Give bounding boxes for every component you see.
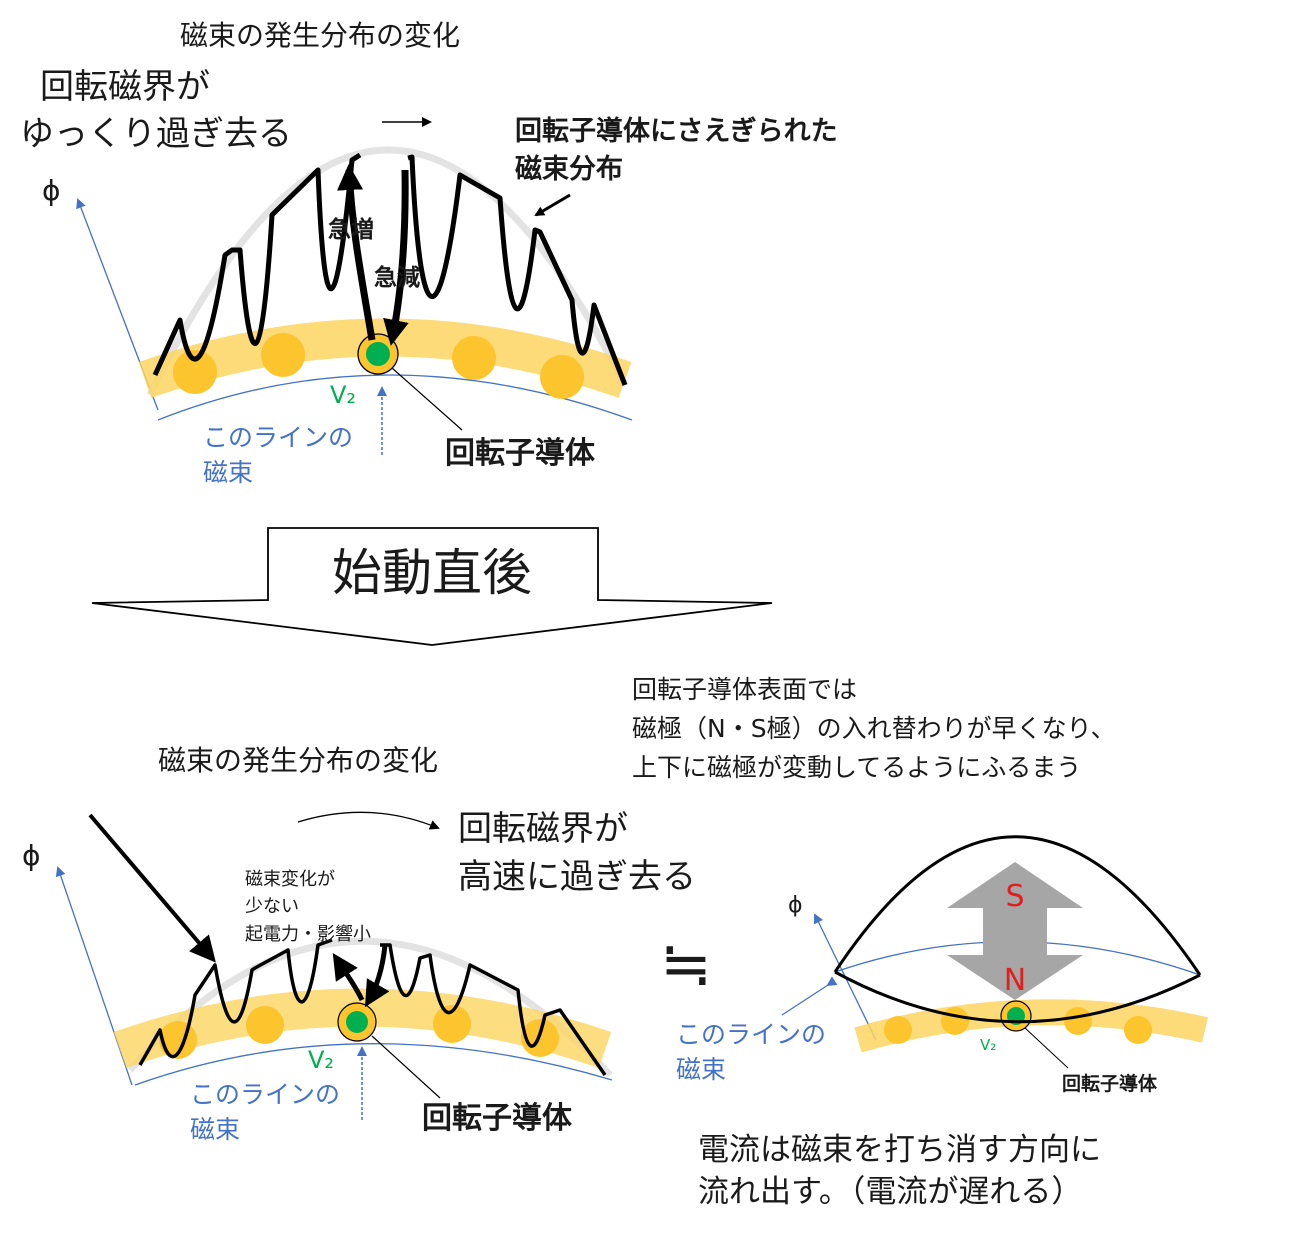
- current-note-line1: 電流は磁束を打ち消す方向に: [698, 1132, 1101, 1168]
- bottom-v2-label: V₂: [308, 1046, 334, 1074]
- pole-lower-arc: [834, 970, 1201, 1024]
- top-conductor-dot: [261, 333, 305, 377]
- bottom-flux-line: [134, 1043, 613, 1086]
- pole-conductor-dot: [1124, 1016, 1152, 1044]
- small-change-line1: 磁束変化が: [245, 869, 335, 890]
- bottom-motion-arrow: [297, 811, 440, 830]
- pole-v2-label: V₂: [980, 1036, 996, 1054]
- pole-diagram: ϕ S N このラインの 磁束 V₂ 回転子導体: [676, 835, 1208, 1095]
- bottom-increase-arrow: [332, 952, 365, 1002]
- bottom-rotating-field-line2: 高速に過ぎ去る: [458, 857, 696, 897]
- top-conductor-dot: [173, 350, 217, 394]
- top-decrease-label: 急減: [374, 264, 420, 291]
- top-rotating-field-line2: ゆっくり過ぎ去る: [20, 114, 292, 154]
- transition-label: 始動直後: [332, 544, 532, 602]
- pole-line-pointer: [781, 976, 838, 1016]
- bottom-conductor-dot: [246, 1006, 284, 1044]
- small-change-line2: 少ない: [245, 896, 299, 917]
- bottom-rotor-conductor-dot: [346, 1011, 368, 1033]
- approx-equal-sign: ≒: [660, 927, 712, 1000]
- top-increase-arrow: [337, 164, 376, 341]
- n-pole-label: N: [1004, 963, 1026, 998]
- top-increase-label: 急増: [328, 216, 374, 243]
- top-rotor-label: 回転子導体: [445, 436, 596, 471]
- down-block-arrow: [91, 527, 773, 646]
- top-rotating-field-line1: 回転磁界が: [40, 67, 210, 107]
- current-note-line2: 流れ出す。（電流が遅れる）: [698, 1174, 1082, 1210]
- top-conductor-dot: [540, 355, 584, 399]
- pole-line-flux-label-2: 磁束: [676, 1055, 726, 1084]
- pole-conductor-dot: [1064, 1007, 1092, 1035]
- pole-upper-arc: [833, 835, 1202, 976]
- bottom-section: 回転子導体表面では 磁極（N・S極）の入れ替わりが早くなり、 上下に磁極が変動し…: [22, 675, 1116, 1210]
- top-line-flux-label-1: このラインの: [203, 423, 353, 452]
- bottom-rotor-leader: [371, 1035, 441, 1099]
- pole-phi: ϕ: [788, 893, 803, 918]
- top-conductor-dot: [452, 336, 496, 380]
- top-phi: ϕ: [42, 174, 60, 207]
- top-heading: 磁束の発生分布の変化: [180, 19, 460, 52]
- surface-note-line2: 磁極（N・S極）の入れ替わりが早くなり、: [632, 714, 1116, 743]
- pole-rotor-label: 回転子導体: [1062, 1072, 1158, 1095]
- top-interrupted-label-line2: 磁束分布: [515, 154, 623, 185]
- top-rotor-conductor-dot: [366, 342, 390, 366]
- pole-rotor-leader: [1024, 1027, 1069, 1069]
- bottom-conductor-dot: [433, 1005, 471, 1043]
- top-interrupted-pointer: [534, 193, 571, 217]
- pole-conductor-dot: [884, 1016, 912, 1044]
- top-interrupted-label-line1: 回転子導体にさえぎられた: [515, 115, 838, 147]
- top-decrease-arrow: [383, 169, 409, 346]
- small-change-line3: 起電力・影響小: [245, 924, 371, 945]
- pole-double-arrow: [947, 862, 1083, 1000]
- bottom-pointer-arrow: [88, 813, 216, 963]
- surface-note-line3: 上下に磁極が変動してるようにふるまう: [632, 753, 1081, 782]
- transition-arrow: 始動直後: [91, 527, 773, 646]
- bottom-line-flux-label-1: このラインの: [190, 1080, 340, 1109]
- bottom-rotating-field-line1: 回転磁界が: [458, 809, 628, 849]
- bottom-flux-wave: [138, 938, 607, 1076]
- top-line-flux-label-2: 磁束: [203, 458, 253, 487]
- pole-line-flux-label-1: このラインの: [676, 1020, 826, 1049]
- bottom-line-flux-label-2: 磁束: [190, 1115, 240, 1144]
- bottom-phi: ϕ: [22, 839, 40, 872]
- top-interrupted-flux-wave: [152, 152, 628, 386]
- s-pole-label: S: [1005, 879, 1024, 914]
- top-v2-label: V₂: [330, 381, 356, 409]
- top-section: 磁束の発生分布の変化 回転磁界が ゆっくり過ぎ去る ϕ 急増 急減 回転子導体に…: [20, 19, 838, 487]
- bottom-rotor-label: 回転子導体: [422, 1101, 573, 1136]
- bottom-heading: 磁束の発生分布の変化: [158, 744, 438, 777]
- top-rotor-leader: [391, 367, 463, 431]
- surface-note-line1: 回転子導体表面では: [632, 675, 857, 704]
- pole-conductor-dot: [941, 1007, 969, 1035]
- bottom-decrease-arrow: [364, 944, 390, 1008]
